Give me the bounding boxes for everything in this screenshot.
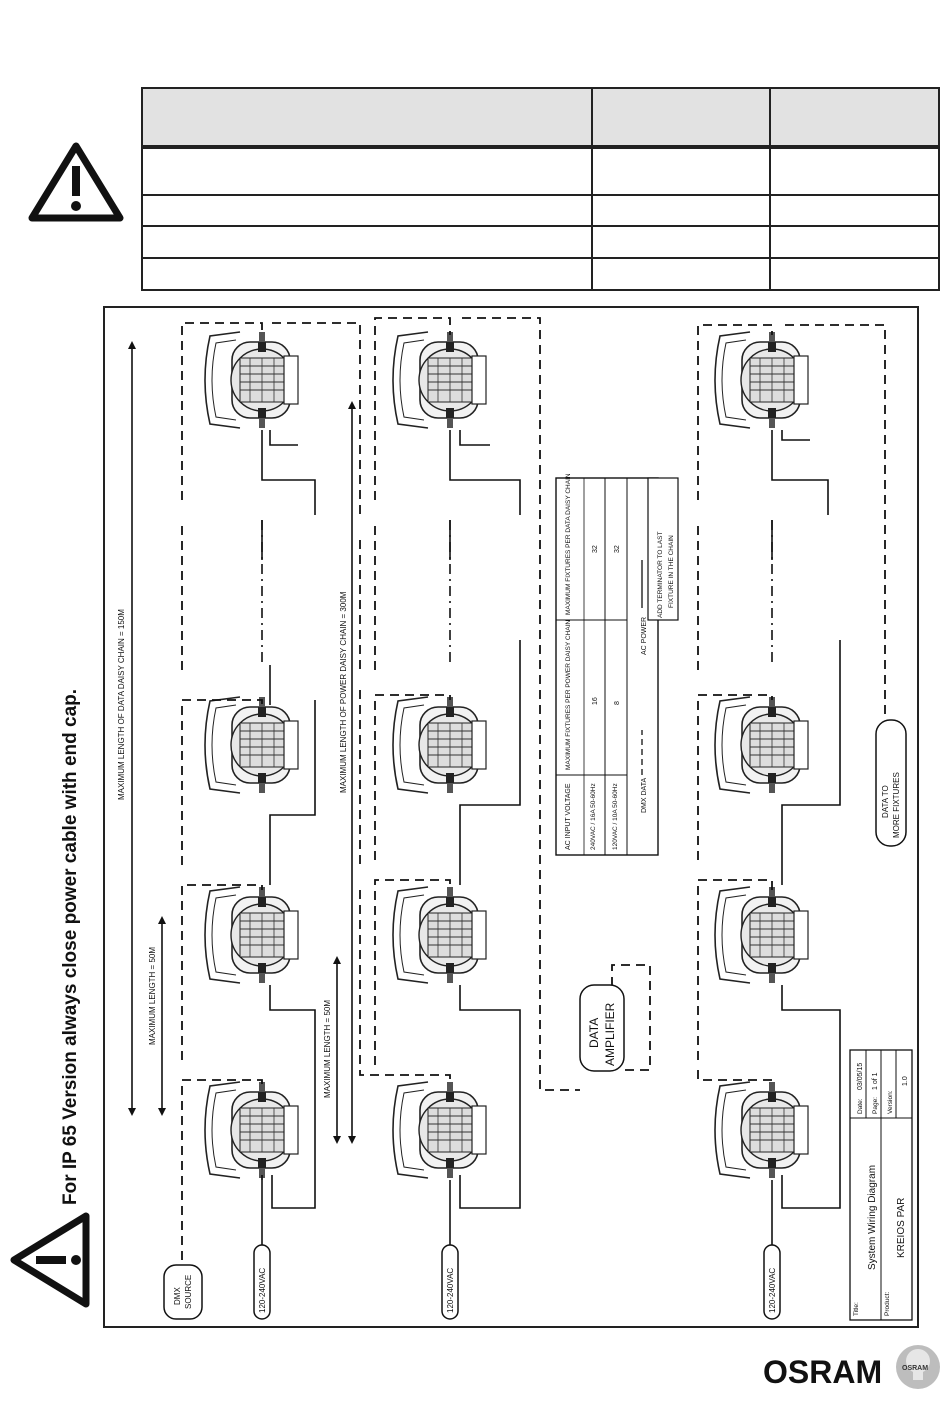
fixture-col1-row2 bbox=[204, 696, 299, 794]
power-input-1: 120-240VAC bbox=[258, 1268, 267, 1313]
fixture-col1-row3 bbox=[204, 886, 299, 984]
power-input-2: 120-240VAC bbox=[446, 1268, 455, 1313]
spec-row1-voltage: 240VAC / 16A 50-60Hz bbox=[590, 783, 597, 850]
version-label: Version: bbox=[887, 1090, 894, 1114]
max-len-50-b-label: MAXIMUM LENGTH = 50M bbox=[323, 1000, 332, 1098]
data-more-line2: MORE FIXTURES bbox=[892, 772, 901, 838]
page-value: 1 of 1 bbox=[872, 1072, 879, 1090]
fixture-col1-row1 bbox=[204, 331, 299, 429]
fixtures bbox=[204, 331, 809, 1179]
fixture-col3-row2 bbox=[714, 696, 809, 794]
fixture-col2-row4 bbox=[392, 1081, 487, 1179]
max-len-50-a-label: MAXIMUM LENGTH = 50M bbox=[148, 947, 157, 1045]
data-amplifier-line2: AMPLIFIER bbox=[603, 1002, 617, 1066]
product-value: KREIOS PAR bbox=[896, 1198, 907, 1258]
terminator-note-line2: FIXTURE IN THE CHAIN bbox=[668, 535, 675, 608]
legend-ac: AC POWER bbox=[641, 617, 648, 655]
warning-triangle-icon bbox=[28, 142, 124, 222]
fixture-col1-row4 bbox=[204, 1081, 299, 1179]
brand-wordmark: OSRAM bbox=[763, 1354, 882, 1390]
version-value: 1.0 bbox=[902, 1076, 909, 1086]
spec-row1-power: 16 bbox=[592, 697, 599, 705]
legend-dmx: DMX DATA bbox=[641, 778, 648, 813]
dmx-source-line2: SOURCE bbox=[184, 1275, 193, 1309]
spec-header-voltage: AC INPUT VOLTAGE bbox=[565, 783, 572, 850]
terminals: DMX SOURCE 120-240VAC 120-240VAC 120-240… bbox=[163, 719, 907, 1320]
title-label: Title: bbox=[853, 1302, 860, 1316]
dimension-labels: MAXIMUM LENGTH OF DATA DAISY CHAIN = 150… bbox=[117, 591, 348, 1098]
fixture-col2-row3 bbox=[392, 886, 487, 984]
brand-badge: OSRAM bbox=[902, 1365, 928, 1372]
spec-row2-voltage: 120VAC / 10A 50-60Hz bbox=[612, 783, 619, 850]
fixture-col2-row2 bbox=[392, 696, 487, 794]
specification-table bbox=[141, 87, 940, 291]
gap-markers bbox=[261, 520, 773, 665]
max-data-chain-label: MAXIMUM LENGTH OF DATA DAISY CHAIN = 150… bbox=[117, 609, 126, 800]
date-value: 03/05/15 bbox=[857, 1063, 864, 1090]
product-label: Product: bbox=[884, 1292, 891, 1316]
warning-triangle-rotated-icon bbox=[10, 1212, 90, 1308]
data-amplifier-line1: DATA bbox=[587, 1018, 601, 1048]
ip65-notice: For IP 65 Version always close power cab… bbox=[60, 689, 81, 1205]
spec-header-power: MAXIMUM FIXTURES PER POWER DAISY CHAIN bbox=[565, 620, 572, 770]
dimension-arrows bbox=[128, 341, 356, 1144]
terminator-note-line1: ADD TERMINATOR TO LAST bbox=[657, 532, 664, 618]
page-label: Page: bbox=[872, 1097, 879, 1114]
title-block: Title: System Wiring Diagram Product: KR… bbox=[849, 1049, 913, 1321]
spec-row1-data: 32 bbox=[592, 545, 599, 553]
max-power-chain-label: MAXIMUM LENGTH OF POWER DAISY CHAIN = 30… bbox=[339, 591, 348, 793]
dmx-source-line1: DMX bbox=[173, 1287, 182, 1305]
fixture-col3-row4 bbox=[714, 1081, 809, 1179]
spec-row2-power: 8 bbox=[614, 701, 621, 705]
fixture-col3-row1 bbox=[714, 331, 809, 429]
date-label: Date: bbox=[857, 1098, 864, 1114]
osram-logo: OSRAM OSRAM bbox=[763, 1345, 940, 1390]
dmx-data-lines bbox=[181, 317, 886, 1290]
spec-header-data: MAXIMUM FIXTURES PER DATA DAISY CHAIN bbox=[565, 473, 572, 615]
fixture-col3-row3 bbox=[714, 886, 809, 984]
spec-row2-data: 32 bbox=[614, 545, 621, 553]
fixture-col2-row1 bbox=[392, 331, 487, 429]
diagram-frame bbox=[103, 306, 919, 1328]
power-input-3: 120-240VAC bbox=[768, 1268, 777, 1313]
spec-table: AC INPUT VOLTAGE MAXIMUM FIXTURES PER PO… bbox=[555, 473, 679, 856]
title-value: System Wiring Diagram bbox=[867, 1165, 878, 1270]
data-more-line1: DATA TO bbox=[881, 785, 890, 818]
